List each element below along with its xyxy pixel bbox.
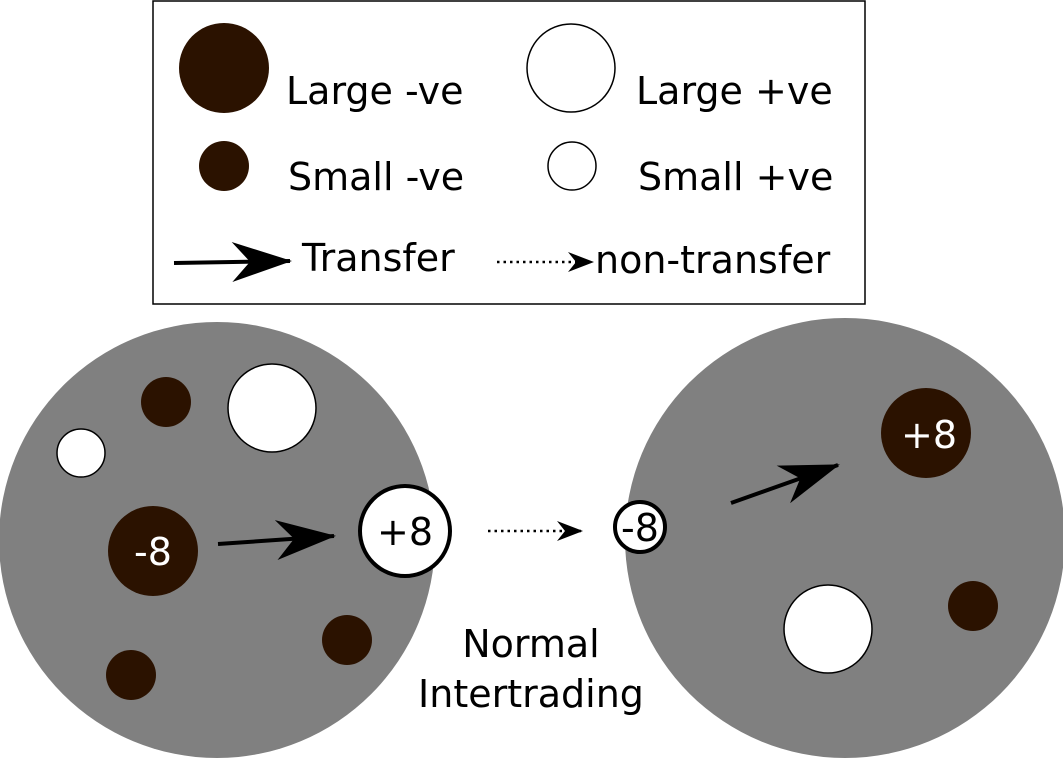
small-negative-particle: [141, 377, 191, 427]
caption-line-1: Normal: [462, 622, 600, 666]
small-positive-particle: [56, 428, 106, 478]
small-negative-icon: [199, 141, 249, 191]
left-sphere: -8: [0, 322, 435, 758]
left-negative-value: -8: [134, 530, 172, 574]
large-positive-particle: [227, 363, 317, 453]
large-positive-icon: [526, 23, 616, 113]
small-negative-particle: [948, 581, 998, 631]
large-negative-icon: [179, 23, 269, 113]
small-positive-icon: [547, 141, 597, 191]
legend-non-transfer-label: non-transfer: [595, 238, 831, 282]
small-negative-particle: [106, 650, 156, 700]
transfer-arrow-icon: [173, 242, 292, 282]
right-sphere: +8: [625, 318, 1063, 758]
caption-line-2: Intertrading: [418, 672, 644, 716]
large-positive-particle: [783, 584, 873, 674]
large-negative-particle: [108, 506, 198, 596]
right-edge-negative-value: -8: [621, 506, 659, 550]
legend-small-positive-label: Small +ve: [638, 155, 833, 199]
legend-transfer-label: Transfer: [301, 236, 455, 280]
legend-small-negative-label: Small -ve: [288, 155, 464, 199]
small-negative-particle: [322, 615, 372, 665]
transfer-arrow-right: [730, 463, 840, 505]
large-negative-particle: [881, 388, 971, 478]
right-positive-value: +8: [901, 413, 957, 457]
edge-negative-particle: [613, 500, 667, 554]
left-edge-positive-value: +8: [377, 510, 433, 554]
legend-large-negative-label: Large -ve: [286, 69, 464, 113]
legend-large-positive-label: Large +ve: [636, 69, 833, 113]
legend-box: Large -ve Large +ve Small -ve Small +ve …: [152, 0, 866, 305]
transfer-arrow-left: [217, 520, 336, 560]
edge-positive-particle: [358, 484, 452, 578]
